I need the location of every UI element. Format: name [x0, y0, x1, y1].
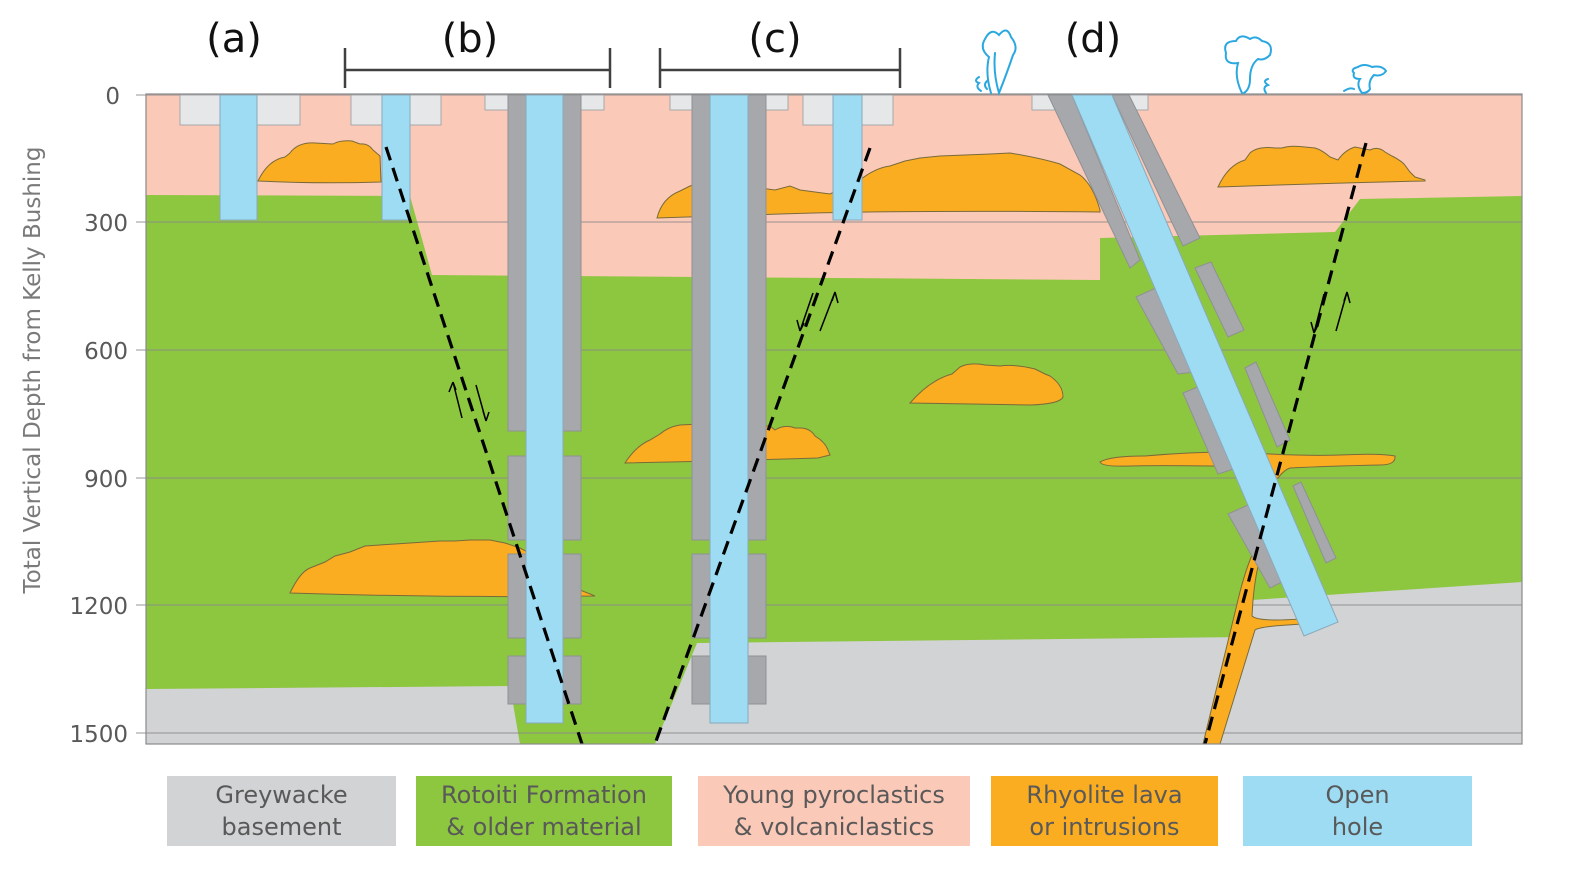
legend-item-pyroclastics: Young pyroclastics & volcaniclastics [698, 776, 970, 846]
open-hole-d [1071, 94, 1339, 637]
bracket-b [343, 48, 612, 88]
rhyolite-dyke-d [1202, 547, 1307, 745]
open-hole-c1 [709, 94, 749, 724]
casing-c-right-1 [747, 94, 767, 541]
legend-item-rotoiti: Rotoiti Formation & older material [416, 776, 672, 846]
y-axis-title: Total Vertical Depth from Kelly Bushing [20, 147, 46, 595]
casing-b-left-1 [507, 94, 527, 432]
open-hole-b1 [381, 94, 411, 221]
y-tick-label: 1500 [69, 722, 128, 748]
casing-d-right-2 [1194, 261, 1245, 338]
slip-arrow-d-up [1335, 291, 1351, 332]
casing-c-left-2 [691, 553, 711, 639]
casing-d-left-1 [1047, 94, 1141, 269]
rhyolite-body-a [257, 140, 382, 184]
casing-b-right-3 [562, 553, 582, 639]
slip-arrow-d-down [1310, 293, 1325, 334]
slip-arrow-c-down [796, 292, 814, 332]
casing-d-right-1 [1111, 94, 1201, 247]
legend-item-open-hole: Open hole [1243, 776, 1472, 846]
faults [384, 142, 1368, 745]
y-tick-label: 300 [84, 211, 128, 237]
casing-d-right-4 [1292, 481, 1337, 564]
fault-c [653, 147, 872, 745]
legend-item-greywacke: Greywacke basement [167, 776, 396, 846]
panel-label-c: (c) [748, 16, 801, 62]
y-tick-label: 0 [105, 84, 120, 110]
open-hole-a [219, 94, 258, 221]
panel-label-a: (a) [206, 16, 262, 62]
fault-slip-arrows [448, 291, 1351, 422]
y-axis: 0 300 600 900 1200 1500 Total Vertical D… [20, 84, 128, 748]
open-holes [219, 94, 1339, 724]
bracket-c [658, 48, 902, 88]
geysers [975, 29, 1388, 97]
open-hole-b2 [525, 94, 564, 724]
fault-b [384, 146, 584, 745]
casing-c-left-1 [691, 94, 711, 541]
geyser-icon [1343, 64, 1388, 94]
panel-labels: (a) (b) (c) (d) [206, 16, 1121, 62]
fault-d [1203, 142, 1368, 745]
rhyolite-body-d-upper [1217, 145, 1426, 188]
casing-c-right-3 [747, 655, 767, 705]
slip-arrow-b-up [448, 381, 463, 419]
casing-b-left-4 [507, 655, 527, 705]
casing-c-left-3 [691, 655, 711, 705]
casing-d-right-3 [1244, 361, 1291, 448]
geyser-icon [975, 29, 1017, 97]
legend: Greywacke basement Rotoiti Formation & o… [0, 776, 1578, 850]
y-tick-label: 1200 [69, 594, 128, 620]
casing-b-right-2 [562, 455, 582, 541]
y-tick-label: 900 [84, 467, 128, 493]
casing-c-right-2 [747, 553, 767, 639]
panel-label-b: (b) [442, 16, 499, 62]
panel-label-d: (d) [1065, 16, 1122, 62]
panel-brackets [343, 48, 902, 88]
y-tick-label: 600 [84, 339, 128, 365]
rhyolite-body-mid [908, 363, 1064, 406]
open-hole-c2 [832, 94, 863, 221]
slip-arrow-c-up [819, 291, 839, 332]
casing-b-right-1 [562, 94, 582, 432]
slip-arrow-b-down [475, 384, 490, 422]
plot-frame [145, 93, 1523, 745]
greywacke-layer [146, 686, 520, 744]
legend-item-rhyolite: Rhyolite lava or intrusions [991, 776, 1218, 846]
geyser-icon [1224, 35, 1272, 94]
